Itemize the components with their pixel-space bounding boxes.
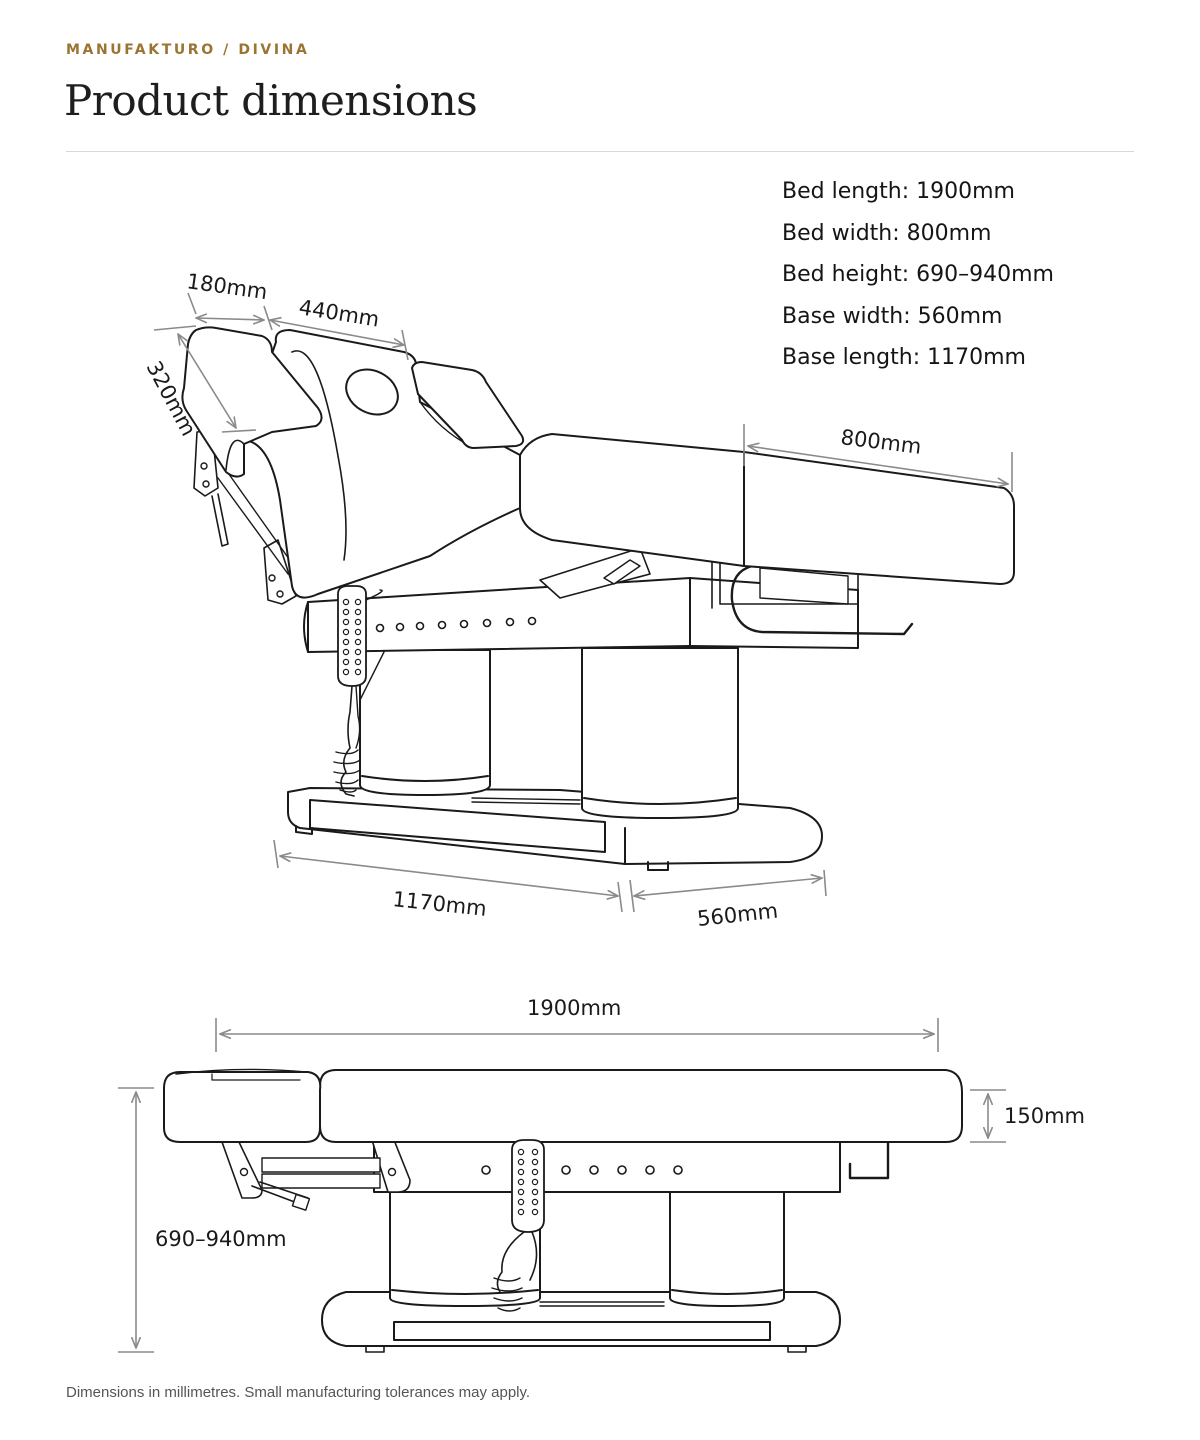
side-column-right xyxy=(669,1189,785,1307)
label-base-length: 1170mm xyxy=(391,887,487,921)
side-dimension-lines xyxy=(118,1018,1006,1353)
label-bed-length: 1900mm xyxy=(527,996,621,1020)
perspective-base-panel xyxy=(309,799,606,853)
perspective-vent-holes xyxy=(375,616,537,633)
perspective-column-right xyxy=(581,647,739,819)
label-base-width: 560mm xyxy=(696,899,779,931)
side-vent-holes xyxy=(481,1165,683,1175)
perspective-view xyxy=(181,326,1015,871)
page-title: Product dimensions xyxy=(64,76,478,125)
label-bed-height: 690–940mm xyxy=(155,1227,287,1251)
brand-label: MANUFAKTURO / DIVINA xyxy=(66,42,310,58)
side-column-left xyxy=(389,1189,541,1307)
perspective-remote xyxy=(337,585,367,687)
spec-list: Bed length: 1900mm Bed width: 800mm Bed … xyxy=(782,172,1054,380)
side-main-cushion xyxy=(319,1069,963,1143)
perspective-dimension-lines xyxy=(153,292,1013,913)
side-view xyxy=(163,1068,963,1353)
label-mid-length: 440mm xyxy=(297,295,381,331)
label-bed-width: 800mm xyxy=(839,425,922,459)
side-head-cushion xyxy=(163,1071,322,1143)
side-control-housing xyxy=(373,1141,841,1193)
perspective-main-cushion xyxy=(519,433,1015,585)
spec-bed-length: Bed length: 1900mm xyxy=(782,179,1015,204)
perspective-face-hole xyxy=(345,368,399,416)
perspective-column-left xyxy=(359,649,491,796)
side-dimension-labels: 1900mm 150mm 690–940mm xyxy=(155,996,1085,1251)
perspective-towel-rail xyxy=(730,564,914,636)
label-head-length: 180mm xyxy=(185,269,269,304)
spec-bed-height: Bed height: 690–940mm xyxy=(782,262,1054,287)
header-divider xyxy=(66,151,1134,152)
side-towel-rail xyxy=(848,1140,890,1180)
spec-base-length: Base length: 1170mm xyxy=(782,345,1026,370)
spec-base-width: Base width: 560mm xyxy=(782,303,1003,329)
footer-note: Dimensions in millimetres. Small manufac… xyxy=(66,1384,531,1401)
side-remote xyxy=(511,1139,545,1233)
spec-bed-width: Bed width: 800mm xyxy=(782,220,992,246)
label-cushion-thickness: 150mm xyxy=(1004,1104,1085,1128)
